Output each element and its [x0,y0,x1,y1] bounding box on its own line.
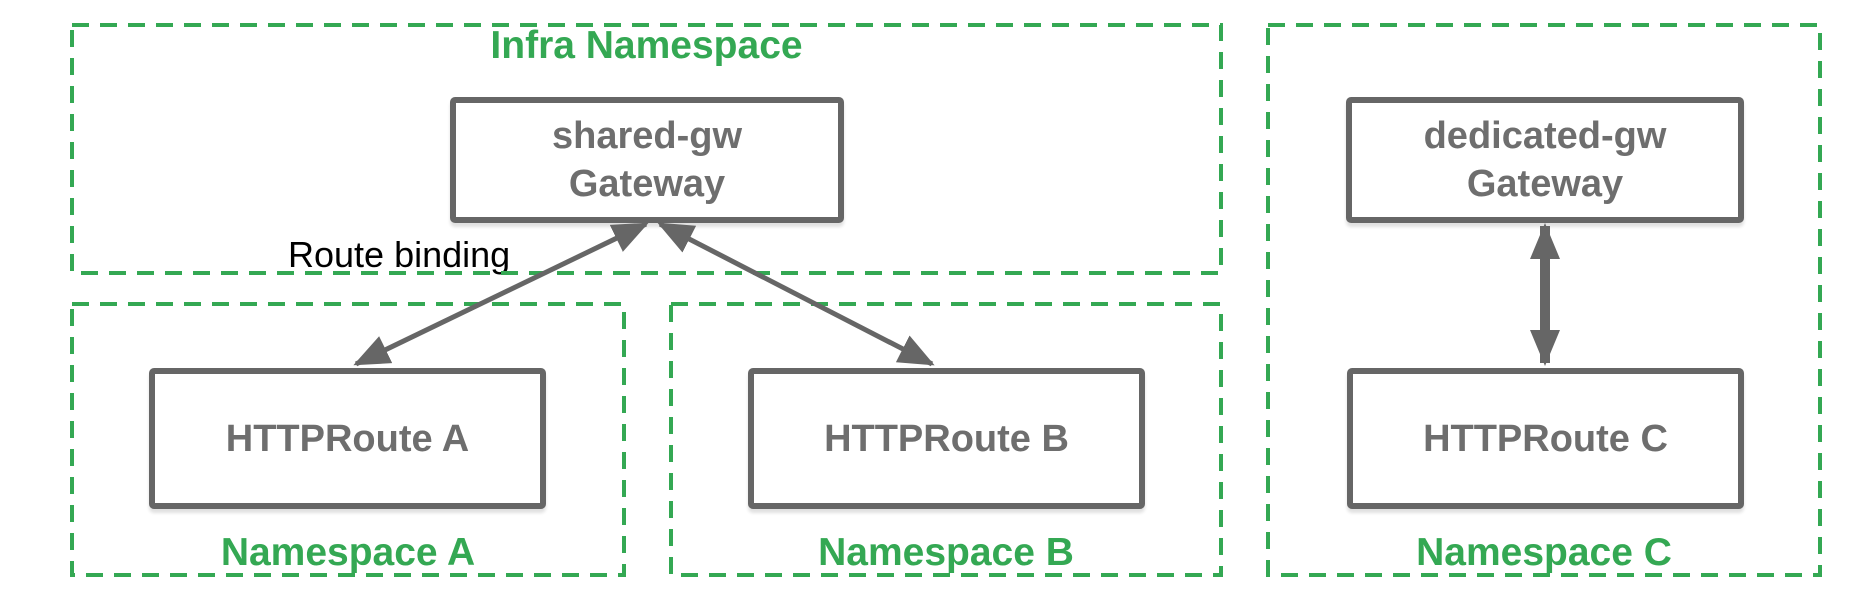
namespace-a-label: Namespace A [220,531,476,574]
dedicated-gateway-kind: Gateway [1466,163,1624,205]
dedicated-gateway-name: dedicated-gw [1423,115,1667,157]
route-binding-label: Route binding [288,234,511,275]
httproute-b-label: HTTPRoute B [824,417,1069,460]
shared-gateway-kind: Gateway [568,163,726,205]
httproute-b-node: HTTPRoute B [748,368,1145,509]
httproute-c-label: HTTPRoute C [1423,417,1668,460]
namespace-c-label: Namespace C [1416,531,1672,574]
dedicated-gateway-node: dedicated-gw Gateway [1346,97,1744,223]
httproute-c-node: HTTPRoute C [1347,368,1744,509]
namespace-b-label: Namespace B [818,531,1074,574]
shared-gateway-node: shared-gw Gateway [450,97,844,223]
httproute-a-node: HTTPRoute A [149,368,546,509]
shared-gateway-name: shared-gw [551,115,743,157]
httproute-a-label: HTTPRoute A [225,417,470,460]
infra-namespace-label: Infra Namespace [490,24,803,67]
edge-httproute-b-to-shared-gw [657,221,935,367]
